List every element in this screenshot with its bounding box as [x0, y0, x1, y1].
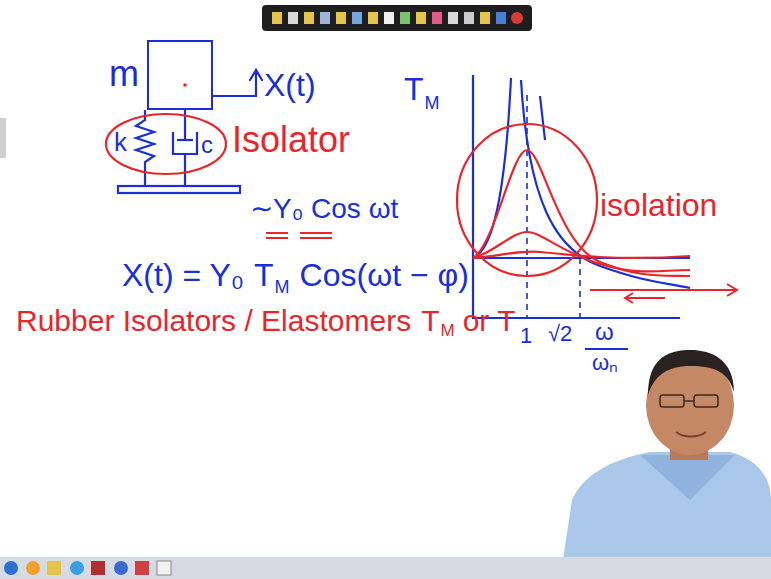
isolation-label: isolation: [600, 188, 717, 223]
equation-text: Cos(ωt − φ): [300, 258, 469, 293]
tick-label: √2: [548, 322, 572, 346]
underline: [266, 233, 332, 238]
mass-box: m: [147, 40, 213, 110]
presenter: [560, 350, 771, 579]
displacement-label: X(t): [264, 68, 316, 103]
tick-label: 1: [520, 324, 532, 348]
excitation-label: ∼Y₀ Cos ωt: [250, 194, 398, 225]
axis-label: T: [404, 72, 424, 107]
equation-text: X(t) = Y₀: [122, 258, 244, 293]
isolator-circle: kc: [104, 112, 228, 176]
note-text: T: [497, 304, 515, 337]
note-subscript: M: [440, 322, 454, 341]
transmissibility-curve: [473, 78, 690, 288]
range-arrow: [590, 284, 737, 303]
toolbar: [262, 5, 532, 31]
equation-subscript: M: [275, 278, 290, 298]
note-text: Rubber Isolators / Elastomers: [16, 304, 411, 337]
displacement-arrow: [213, 70, 262, 96]
axis-label: ω: [595, 319, 614, 345]
note-text: T: [421, 304, 439, 337]
axis-subscript: M: [425, 94, 440, 114]
taskbar-icons: [4, 561, 171, 575]
fraction-bar: [585, 348, 628, 350]
base: [118, 186, 240, 193]
stiffness-label: k: [114, 128, 127, 157]
toolbar-icons: [272, 12, 523, 24]
damping-label: c: [201, 132, 213, 158]
axis-label: ωₙ: [592, 351, 618, 375]
mass-label: m: [109, 54, 139, 94]
taskbar: [0, 557, 771, 579]
note-text: or: [463, 304, 490, 337]
spring-symbol: [136, 110, 154, 186]
isolator-label: Isolator: [232, 120, 350, 160]
equation-text: T: [254, 258, 274, 293]
